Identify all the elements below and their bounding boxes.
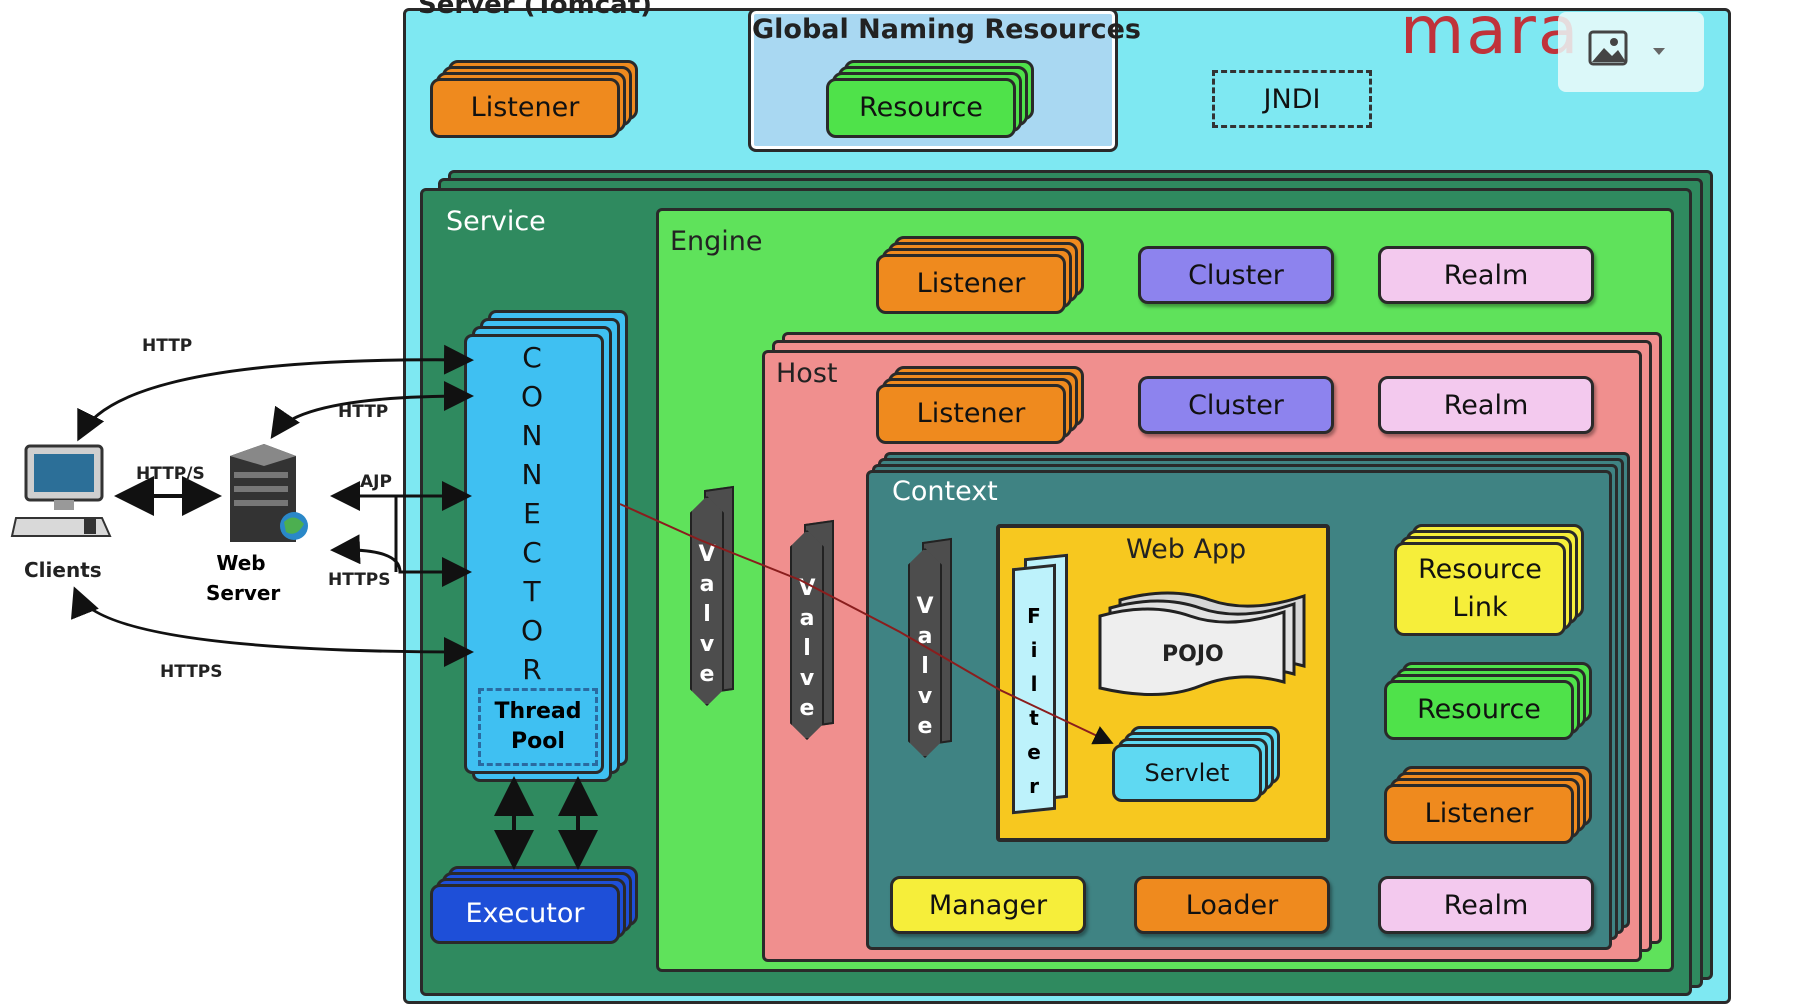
pojo-label: POJO: [1162, 642, 1224, 667]
thread-pool: Thread Pool: [478, 688, 598, 766]
https-client-label: HTTP/S: [136, 464, 205, 484]
host-cluster: Cluster: [1138, 376, 1334, 434]
host-listener-stack: Listener: [876, 366, 1096, 444]
ajp-label: AJP: [360, 472, 392, 492]
server-listener: Listener: [430, 78, 620, 138]
global-naming-title: Global Naming Resources: [752, 14, 1141, 45]
server-label: Server (Tomcat): [418, 0, 653, 20]
global-resource: Resource: [826, 78, 1016, 138]
http-top-label: HTTP: [142, 336, 193, 356]
host-label: Host: [776, 358, 838, 389]
global-resource-stack: Resource: [826, 60, 1046, 138]
context-listener: Listener: [1384, 784, 1574, 844]
engine-realm: Realm: [1378, 246, 1594, 304]
servlet-stack: Servlet: [1112, 726, 1292, 802]
context-label: Context: [892, 476, 998, 507]
context-realm: Realm: [1378, 876, 1594, 934]
jndi-label: JNDI: [1263, 83, 1321, 115]
web-server-icon: [230, 444, 308, 542]
pojo-pages: [1098, 591, 1306, 697]
host-listener: Listener: [876, 384, 1066, 444]
context-resource-stack: Resource: [1384, 662, 1604, 740]
chevron-down-icon[interactable]: [1652, 42, 1666, 55]
host-realm: Realm: [1378, 376, 1594, 434]
engine-label: Engine: [670, 226, 763, 257]
connector-box: [464, 334, 604, 774]
image-icon[interactable]: [1588, 30, 1628, 66]
server-listener-stack: Listener: [430, 60, 650, 138]
clients-label: Clients: [24, 558, 102, 582]
loader-box: Loader: [1134, 876, 1330, 934]
resource-link-line1: Resource: [1418, 554, 1542, 585]
executor-box: Executor: [430, 884, 620, 944]
resource-link-line2: Link: [1452, 592, 1508, 623]
engine-listener-stack: Listener: [876, 236, 1096, 314]
thread-pool-line1: Thread: [494, 699, 582, 724]
web-server-label: Web Server: [206, 551, 281, 605]
webapp-label: Web App: [1126, 534, 1247, 565]
clients-computer-icon: [10, 444, 112, 537]
servlet-box: Servlet: [1112, 744, 1262, 802]
watermark-logo: mara: [1400, 0, 1581, 69]
executor-stack: Executor: [430, 866, 650, 944]
image-toolbar[interactable]: [1558, 12, 1704, 92]
https-bottom-label: HTTPS: [160, 662, 223, 682]
resource-link-stack: Resource Link: [1394, 524, 1590, 636]
manager-box: Manager: [890, 876, 1086, 934]
engine-cluster: Cluster: [1138, 246, 1334, 304]
thread-pool-line2: Pool: [511, 729, 565, 754]
https-mid-label: HTTPS: [328, 570, 391, 590]
resource-link: Resource Link: [1394, 542, 1566, 636]
context-listener-stack: Listener: [1384, 766, 1604, 844]
context-resource: Resource: [1384, 680, 1574, 740]
http-mid-label: HTTP: [338, 402, 389, 422]
service-label: Service: [446, 206, 546, 237]
jndi-box: JNDI: [1212, 70, 1372, 128]
engine-listener: Listener: [876, 254, 1066, 314]
